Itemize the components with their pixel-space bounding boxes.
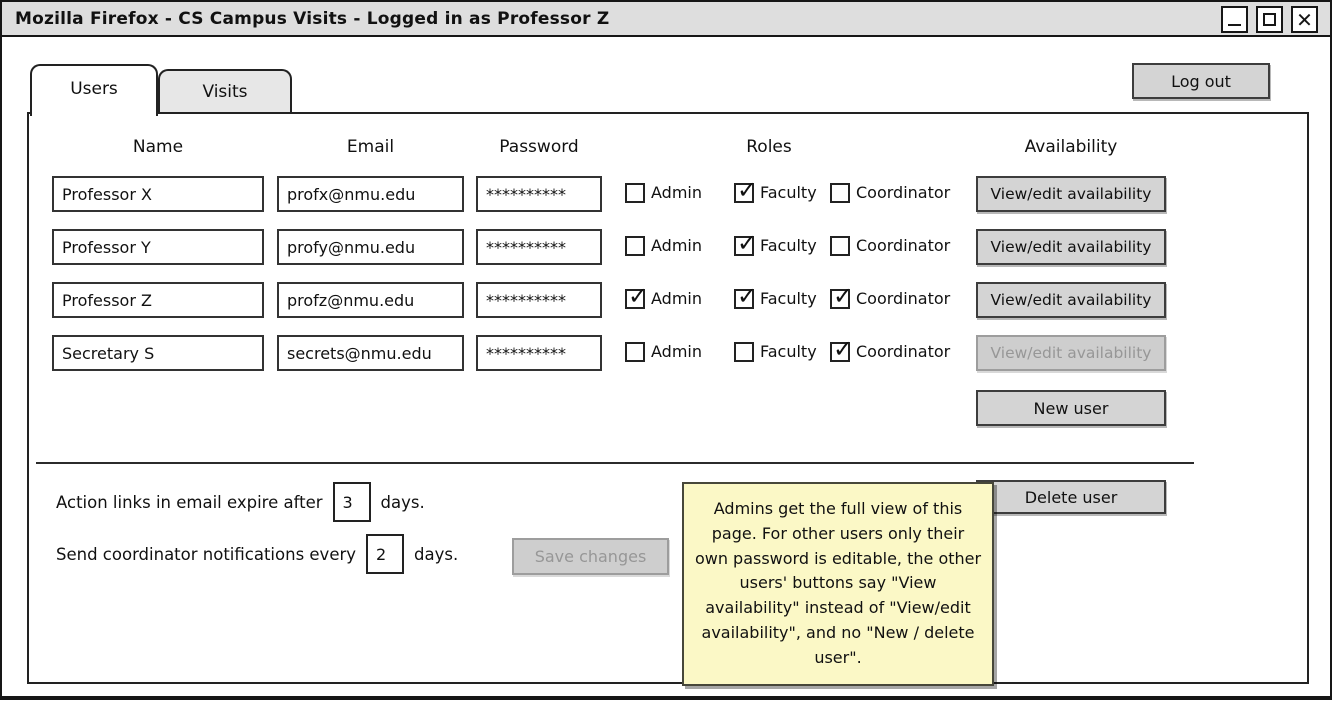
password-input[interactable] xyxy=(476,176,602,212)
view-edit-availability-button[interactable]: View/edit availability xyxy=(976,282,1166,318)
users-panel: Name Email Password Roles Availability A… xyxy=(27,112,1309,686)
password-input[interactable] xyxy=(476,335,602,371)
coordinator-checkbox-label: Coordinator xyxy=(856,342,951,361)
admin-checkbox-label: Admin xyxy=(651,289,702,308)
maximize-icon xyxy=(1263,13,1276,26)
notify-setting-suffix: days. xyxy=(414,544,459,564)
name-input[interactable] xyxy=(52,282,264,318)
password-input[interactable] xyxy=(476,229,602,265)
section-divider xyxy=(36,462,1194,464)
faculty-checkbox-label: Faculty xyxy=(760,342,817,361)
annotation-note: Admins get the full view of this page. F… xyxy=(682,482,994,686)
check-mark-icon: ✓ xyxy=(737,229,758,257)
faculty-checkbox-label: Faculty xyxy=(760,289,817,308)
faculty-checkbox[interactable]: ✓ xyxy=(734,176,757,204)
faculty-checkbox[interactable]: ✓ xyxy=(734,229,757,257)
coordinator-checkbox-label: Coordinator xyxy=(856,183,951,202)
check-mark-icon: ✓ xyxy=(833,335,854,363)
window-title: Mozilla Firefox - CS Campus Visits - Log… xyxy=(15,8,610,29)
email-input[interactable] xyxy=(277,229,464,265)
column-header-password: Password xyxy=(499,137,579,157)
minimize-icon xyxy=(1228,24,1241,26)
notify-days-input[interactable] xyxy=(366,534,405,574)
faculty-checkbox-label: Faculty xyxy=(760,236,817,255)
check-mark-icon: ✓ xyxy=(737,282,758,310)
email-input[interactable] xyxy=(277,176,464,212)
expire-setting-row: Action links in email expire after days. xyxy=(56,482,425,522)
email-input[interactable] xyxy=(277,282,464,318)
delete-user-button[interactable]: Delete user xyxy=(976,480,1166,514)
notify-setting-label: Send coordinator notifications every xyxy=(56,544,357,564)
close-button[interactable]: ✕ xyxy=(1291,6,1318,33)
logout-button[interactable]: Log out xyxy=(1132,63,1270,99)
faculty-checkbox-label: Faculty xyxy=(760,183,817,202)
maximize-button[interactable] xyxy=(1256,6,1283,33)
check-mark-icon: ✓ xyxy=(628,282,649,310)
admin-checkbox-label: Admin xyxy=(651,183,702,202)
name-input[interactable] xyxy=(52,176,264,212)
close-icon: ✕ xyxy=(1296,7,1313,32)
check-mark-icon: ✓ xyxy=(833,282,854,310)
view-edit-availability-button[interactable]: View/edit availability xyxy=(976,229,1166,265)
column-header-roles: Roles xyxy=(746,137,792,157)
admin-checkbox[interactable] xyxy=(625,342,645,362)
admin-checkbox[interactable] xyxy=(625,183,645,203)
coordinator-checkbox-label: Coordinator xyxy=(856,289,951,308)
email-input[interactable] xyxy=(277,335,464,371)
password-input[interactable] xyxy=(476,282,602,318)
view-edit-availability-button[interactable]: View/edit availability xyxy=(976,335,1166,371)
coordinator-checkbox[interactable]: ✓ xyxy=(830,282,853,310)
expire-days-input[interactable] xyxy=(332,482,371,522)
new-user-button[interactable]: New user xyxy=(976,390,1166,426)
coordinator-checkbox[interactable] xyxy=(830,236,850,256)
name-input[interactable] xyxy=(52,229,264,265)
faculty-checkbox[interactable] xyxy=(734,342,754,362)
minimize-button[interactable] xyxy=(1221,6,1248,33)
tab-visits[interactable]: Visits xyxy=(158,69,292,112)
tab-users[interactable]: Users xyxy=(30,64,158,116)
column-header-availability: Availability xyxy=(1024,137,1118,157)
expire-setting-suffix: days. xyxy=(380,492,425,512)
save-changes-button[interactable]: Save changes xyxy=(512,538,669,575)
user-row: Admin ✓ Faculty Coordinator View/edit av… xyxy=(29,176,1307,212)
name-input[interactable] xyxy=(52,335,264,371)
faculty-checkbox[interactable]: ✓ xyxy=(734,282,757,310)
window-controls: ✕ xyxy=(1221,6,1318,33)
check-mark-icon: ✓ xyxy=(737,176,758,204)
title-bar: Mozilla Firefox - CS Campus Visits - Log… xyxy=(2,2,1330,37)
column-header-email: Email xyxy=(346,137,395,157)
column-header-name: Name xyxy=(132,137,184,157)
user-row: ✓ Admin ✓ Faculty ✓ Coordinator View/edi… xyxy=(29,282,1307,318)
coordinator-checkbox-label: Coordinator xyxy=(856,236,951,255)
notify-setting-row: Send coordinator notifications every day… xyxy=(56,534,458,574)
expire-setting-label: Action links in email expire after xyxy=(56,492,323,512)
user-row: Admin ✓ Faculty Coordinator View/edit av… xyxy=(29,229,1307,265)
admin-checkbox-label: Admin xyxy=(651,236,702,255)
admin-checkbox[interactable] xyxy=(625,236,645,256)
coordinator-checkbox[interactable]: ✓ xyxy=(830,335,853,363)
admin-checkbox[interactable]: ✓ xyxy=(625,282,648,310)
admin-checkbox-label: Admin xyxy=(651,342,702,361)
coordinator-checkbox[interactable] xyxy=(830,183,850,203)
view-edit-availability-button[interactable]: View/edit availability xyxy=(976,176,1166,212)
user-row: Admin Faculty ✓ Coordinator View/edit av… xyxy=(29,335,1307,371)
